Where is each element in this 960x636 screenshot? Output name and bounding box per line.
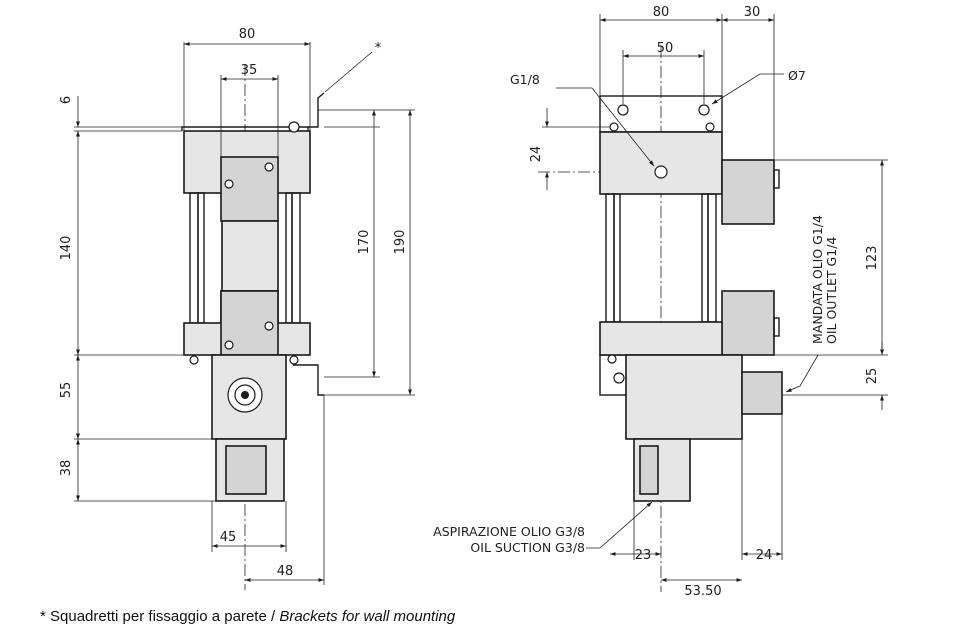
front-cylinder-tube [221, 220, 279, 292]
outlet-leader [785, 354, 819, 393]
front-top-bracket [181, 126, 309, 131]
suction-label-en: OIL SUCTION G3/8 [470, 540, 585, 555]
front-port-center [241, 391, 249, 399]
front-bolt [224, 179, 234, 189]
side-bolt [705, 122, 715, 132]
dim-front-45: 45 [220, 530, 237, 545]
dim-side-123: 123 [865, 246, 880, 271]
dim-front-38: 38 [59, 460, 74, 477]
front-bolt [289, 355, 299, 365]
dim-front-190: 190 [393, 230, 408, 255]
footnote: * Squadretti per fissaggio a parete / Br… [40, 608, 455, 625]
gauge-port-label: G1/8 [510, 72, 540, 87]
side-bolt [609, 122, 619, 132]
front-bolt [264, 162, 274, 172]
dim-front-48: 48 [277, 564, 294, 579]
hole-diameter-label: Ø7 [788, 68, 806, 83]
footnote-text-it: Squadretti per fissaggio a parete / [50, 608, 276, 625]
side-gauge-port [654, 165, 668, 179]
dim-front-inner: 35 [241, 63, 258, 78]
dim-front-bracket-offset: 6 [59, 96, 74, 104]
suction-label-it: ASPIRAZIONE OLIO G3/8 [433, 524, 585, 539]
gauge-port-leader [556, 87, 655, 167]
front-tie-rod-left [189, 192, 199, 324]
footnote-marker: * [40, 608, 46, 625]
front-tie-rod-right-inner [285, 192, 293, 324]
side-outlet-block-top [721, 159, 775, 225]
side-tie-rod-right-inner [701, 193, 709, 323]
dim-side-30: 30 [744, 5, 761, 20]
dim-side-5350: 53.50 [684, 584, 721, 599]
suction-leader [586, 501, 653, 549]
front-bolt [288, 121, 300, 133]
side-pump-body [625, 354, 743, 440]
side-top-head [599, 131, 723, 195]
asterisk-marker: * [375, 41, 382, 56]
side-bottom-head [599, 321, 723, 356]
dim-front-170: 170 [357, 230, 372, 255]
side-tie-rod-left-inner [613, 193, 621, 323]
dim-front-body-height: 140 [59, 236, 74, 261]
outlet-label-it: MANDATA OLIO G1/4 [810, 215, 825, 344]
dim-front-55: 55 [59, 382, 74, 399]
front-bolt [189, 355, 199, 365]
front-tie-rod-left-inner [197, 192, 205, 324]
dim-side-24-horizontal: 24 [756, 548, 773, 563]
front-bolt [264, 321, 274, 331]
dim-front-width: 80 [239, 27, 256, 42]
dim-side-23: 23 [635, 548, 652, 563]
front-view: 80 35 6 140 55 38 170 190 45 48 * [59, 27, 415, 590]
dim-side-25: 25 [865, 368, 880, 385]
outlet-label-en: OIL OUTLET G1/4 [824, 237, 839, 344]
side-tie-rod-left [605, 193, 615, 323]
footnote-text-en: Brackets for wall mounting [279, 608, 456, 625]
side-view: 80 30 50 24 123 25 23 24 53.50 G1/8 Ø7 M… [433, 5, 888, 599]
side-outlet-cap [773, 317, 780, 337]
front-bottom-bracket [293, 364, 324, 396]
dim-side-width: 80 [653, 5, 670, 20]
front-top-bracket-leg [308, 92, 325, 128]
dim-side-24-vertical: 24 [529, 146, 544, 163]
side-outlet-block-bottom [721, 290, 775, 356]
side-mount-hole-lower [613, 372, 625, 384]
side-outlet-fitting [741, 371, 783, 415]
front-suction-nozzle-inner [225, 445, 267, 495]
side-mount-hole [698, 104, 710, 116]
side-mount-hole [617, 104, 629, 116]
hole-dia-leader [711, 73, 784, 105]
side-tie-rod-right [707, 193, 717, 323]
dim-side-inner: 50 [657, 41, 674, 56]
front-bolt [224, 340, 234, 350]
side-outlet-cap [773, 169, 780, 189]
side-bolt [607, 354, 617, 364]
side-suction-nozzle-inner [639, 445, 659, 495]
asterisk-leader [324, 51, 373, 93]
front-tie-rod-right [291, 192, 301, 324]
